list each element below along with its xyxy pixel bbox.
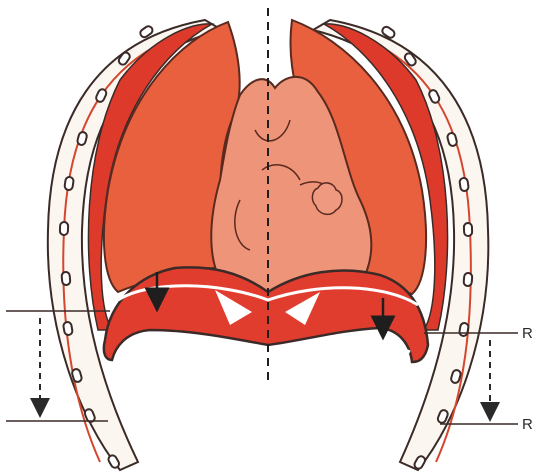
- label-lower-right: R: [522, 416, 533, 433]
- label-upper-right: R: [522, 325, 533, 342]
